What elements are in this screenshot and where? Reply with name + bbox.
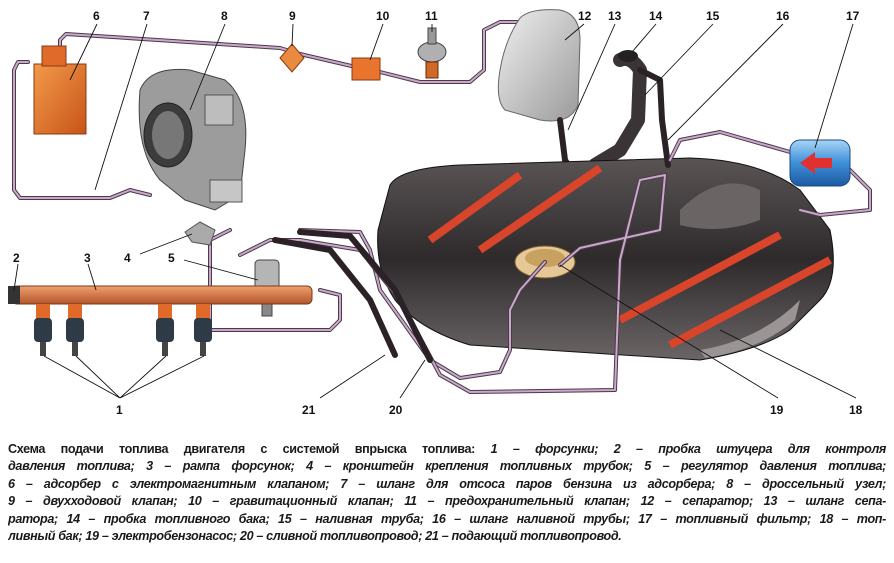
callout-10: 10: [376, 9, 390, 23]
caption-line: ливный бак; 19 – электробензонасос; 20 –…: [8, 529, 622, 544]
callout-12: 12: [578, 9, 592, 23]
callout-19: 19: [770, 403, 784, 417]
fuel-lines: [208, 173, 667, 394]
fuel-filter: [789, 139, 851, 187]
pipe-bracket: [184, 221, 216, 246]
caption-line: Схема подачи топлива двигателя с системо…: [8, 441, 886, 458]
safety-valve: [417, 27, 447, 79]
callout-16: 16: [776, 9, 790, 23]
callout-1: 1: [116, 403, 123, 417]
callout-7: 7: [143, 9, 150, 23]
filler-hose: [637, 67, 671, 168]
fuel-tank-cap: [618, 50, 638, 62]
fuel-rail: [8, 285, 313, 305]
caption-line: давления топлива; 3 – рампа форсунок; 4 …: [8, 459, 886, 474]
gravity-valve: [351, 57, 381, 81]
caption-line: ратора; 14 – пробка топливного бака; 15 …: [8, 511, 886, 526]
fuel-system-diagram: 6 7 8 9 10 11 12 13 14 15 16 17 2 3 4 5 …: [8, 9, 872, 417]
leader-lines: [13, 23, 857, 399]
fuel-tank: [377, 157, 834, 361]
callout-3: 3: [84, 251, 91, 265]
caption-text: 1 – форсунки; 2 – пробка штуцера для кон…: [475, 442, 886, 456]
caption-line: 6 – адсорбер с электромагнитным клапаном…: [8, 476, 886, 491]
callout-5: 5: [168, 251, 175, 265]
callout-15: 15: [706, 9, 720, 23]
filler-pipe: [588, 51, 647, 172]
injectors: [34, 304, 212, 356]
callout-17: 17: [846, 9, 860, 23]
figure-caption: Схема подачи топлива двигателя с системо…: [8, 441, 886, 545]
adsorber: [33, 45, 87, 135]
callout-4: 4: [124, 251, 131, 265]
callout-11: 11: [425, 9, 438, 23]
two-way-valve: [279, 43, 305, 73]
callout-20: 20: [389, 403, 403, 417]
callout-14: 14: [649, 9, 663, 23]
callout-13: 13: [608, 9, 622, 23]
separator: [497, 9, 581, 122]
callout-9: 9: [289, 9, 296, 23]
callout-8: 8: [221, 9, 228, 23]
callout-21: 21: [302, 403, 316, 417]
throttle-body: [138, 68, 247, 211]
caption-line: 9 – двухходовой клапан; 10 – гравитацион…: [8, 494, 886, 509]
callout-18: 18: [849, 403, 863, 417]
caption-title: Схема подачи топлива двигателя с системо…: [8, 442, 476, 456]
callout-2: 2: [13, 251, 20, 265]
callout-6: 6: [93, 9, 100, 23]
